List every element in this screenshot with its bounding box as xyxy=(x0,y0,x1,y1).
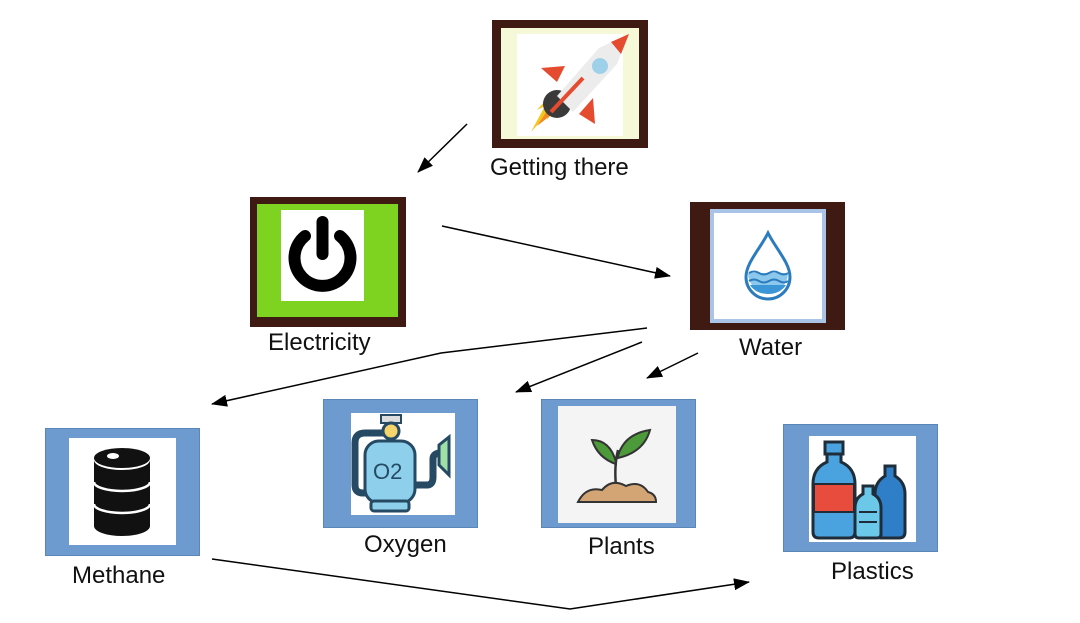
plastic-bottles-icon xyxy=(809,436,916,542)
node-water xyxy=(690,202,845,330)
power-icon xyxy=(281,210,364,301)
oxygen-tank-icon: O2 xyxy=(351,413,455,515)
edge-getting-there-to-electricity xyxy=(417,123,468,173)
node-oxygen: O2 xyxy=(323,399,478,528)
node-label-oxygen: Oxygen xyxy=(364,531,447,558)
node-label-plants: Plants xyxy=(588,533,655,560)
sprout-icon xyxy=(558,406,676,523)
node-methane xyxy=(45,428,200,556)
node-label-getting-there: Getting there xyxy=(490,154,629,181)
node-plastics xyxy=(783,424,938,552)
oil-barrel-icon xyxy=(69,438,176,545)
edge-water-to-plants xyxy=(646,352,699,379)
node-getting-there xyxy=(492,20,648,148)
rocket-icon xyxy=(501,28,639,139)
water-drop-icon xyxy=(714,213,822,319)
node-label-plastics: Plastics xyxy=(831,558,914,585)
edge-water-to-oxygen xyxy=(515,341,643,393)
edge-electricity-to-water xyxy=(441,225,671,279)
node-label-electricity: Electricity xyxy=(268,329,371,356)
edge-water-to-methane xyxy=(211,327,648,407)
edge-methane-to-plastics xyxy=(211,558,750,610)
node-plants xyxy=(541,399,696,528)
node-label-water: Water xyxy=(739,334,803,361)
node-electricity xyxy=(250,197,406,327)
oxygen-icon-text: O2 xyxy=(373,459,402,484)
node-label-methane: Methane xyxy=(72,562,166,589)
